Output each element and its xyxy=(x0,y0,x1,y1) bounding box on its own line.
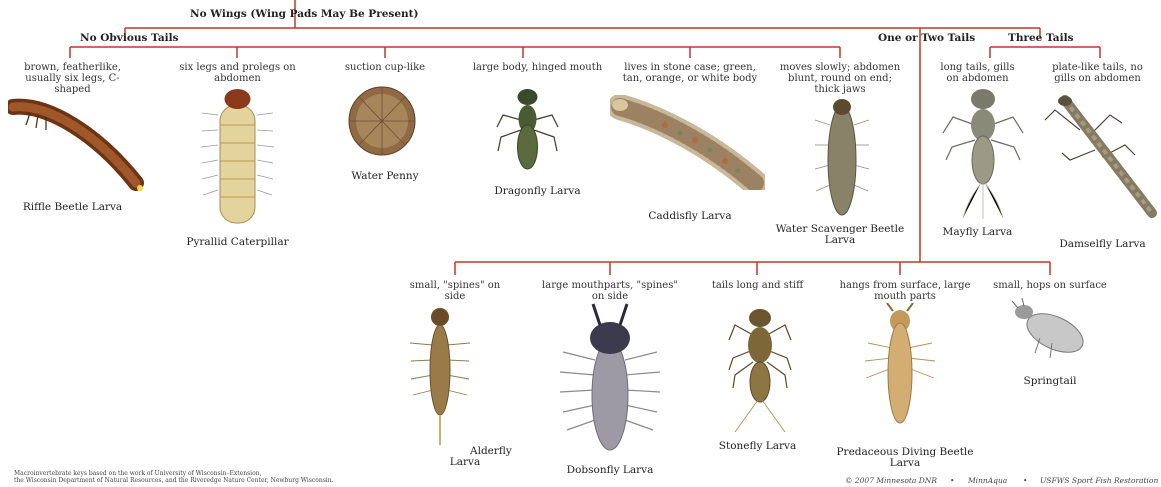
label-riffle-beetle: Riffle Beetle Larva xyxy=(10,201,135,213)
desc-riffle-beetle: brown, featherlike, usually six legs, C-… xyxy=(10,62,135,95)
desc-caddisfly: lives in stone case; green, tan, orange,… xyxy=(615,62,765,84)
desc-predaceous: hangs from surface, large mouth parts xyxy=(835,280,975,302)
label-stonefly: Stonefly Larva xyxy=(700,440,815,452)
label-damselfly: Damselfly Larva xyxy=(1045,238,1160,250)
desc-water-scavenger: moves slowly; abdomen blunt, round on en… xyxy=(775,62,905,95)
header-no-wings: No Wings (Wing Pads May Be Present) xyxy=(190,8,418,20)
dobsonfly-larva-illustration xyxy=(555,300,665,458)
water-penny-illustration xyxy=(347,85,417,157)
water-scavenger-beetle-larva-illustration xyxy=(812,95,872,220)
desc-mayfly: long tails, gills on abdomen xyxy=(935,62,1020,84)
mayfly-larva-illustration xyxy=(938,85,1028,220)
predaceous-diving-beetle-larva-illustration xyxy=(860,303,940,438)
desc-pyrallid: six legs and prolegs on abdomen xyxy=(175,62,300,84)
desc-dragonfly: large body, hinged mouth xyxy=(465,62,610,73)
caddisfly-larva-illustration xyxy=(610,95,765,190)
header-no-obvious-tails: No Obvious Tails xyxy=(80,32,179,44)
springtail-illustration xyxy=(1010,298,1090,363)
desc-dobsonfly: large mouthparts, "spines" on side xyxy=(540,280,680,302)
label-predaceous-line2: Larva xyxy=(835,457,975,469)
desc-alderfly: small, "spines" on side xyxy=(405,280,505,302)
damselfly-larva-illustration xyxy=(1040,95,1161,220)
label-pyrallid: Pyrallid Caterpillar xyxy=(175,236,300,248)
label-dobsonfly: Dobsonfly Larva xyxy=(545,464,675,476)
label-caddisfly: Caddisfly Larva xyxy=(615,210,765,222)
desc-water-penny: suction cup-like xyxy=(335,62,435,73)
minnaqua-credit: MinnAqua xyxy=(968,476,1007,485)
credits-line-2: the Wisconsin Department of Natural Reso… xyxy=(14,477,354,484)
credits-line-1: Macroinvertebrate keys based on the work… xyxy=(14,470,354,477)
desc-damselfly: plate-like tails, no gills on abdomen xyxy=(1040,62,1155,84)
header-one-or-two-tails: One or Two Tails xyxy=(878,32,975,44)
copyright-dnr: © 2007 Minnesota DNR xyxy=(845,476,937,485)
dragonfly-larva-illustration xyxy=(495,85,560,175)
label-water-scavenger-line2: Larva xyxy=(775,234,905,246)
label-springtail: Springtail xyxy=(990,375,1110,387)
desc-springtail: small, hops on surface xyxy=(990,280,1110,291)
label-water-penny: Water Penny xyxy=(335,170,435,182)
stonefly-larva-illustration xyxy=(725,300,795,435)
bullet-separator-2: • xyxy=(1023,476,1027,485)
pyrallid-caterpillar-illustration xyxy=(200,85,275,235)
riffle-beetle-larva-illustration xyxy=(8,95,148,195)
header-three-tails: Three Tails xyxy=(1008,32,1074,44)
alderfly-larva-illustration xyxy=(405,305,475,450)
usfws-credit: USFWS Sport Fish Restoration xyxy=(1040,476,1158,485)
label-alderfly-line2: Larva xyxy=(440,456,490,468)
label-mayfly: Mayfly Larva xyxy=(935,226,1020,238)
label-dragonfly: Dragonfly Larva xyxy=(475,185,600,197)
desc-stonefly: tails long and stiff xyxy=(700,280,815,291)
bullet-separator-1: • xyxy=(950,476,954,485)
